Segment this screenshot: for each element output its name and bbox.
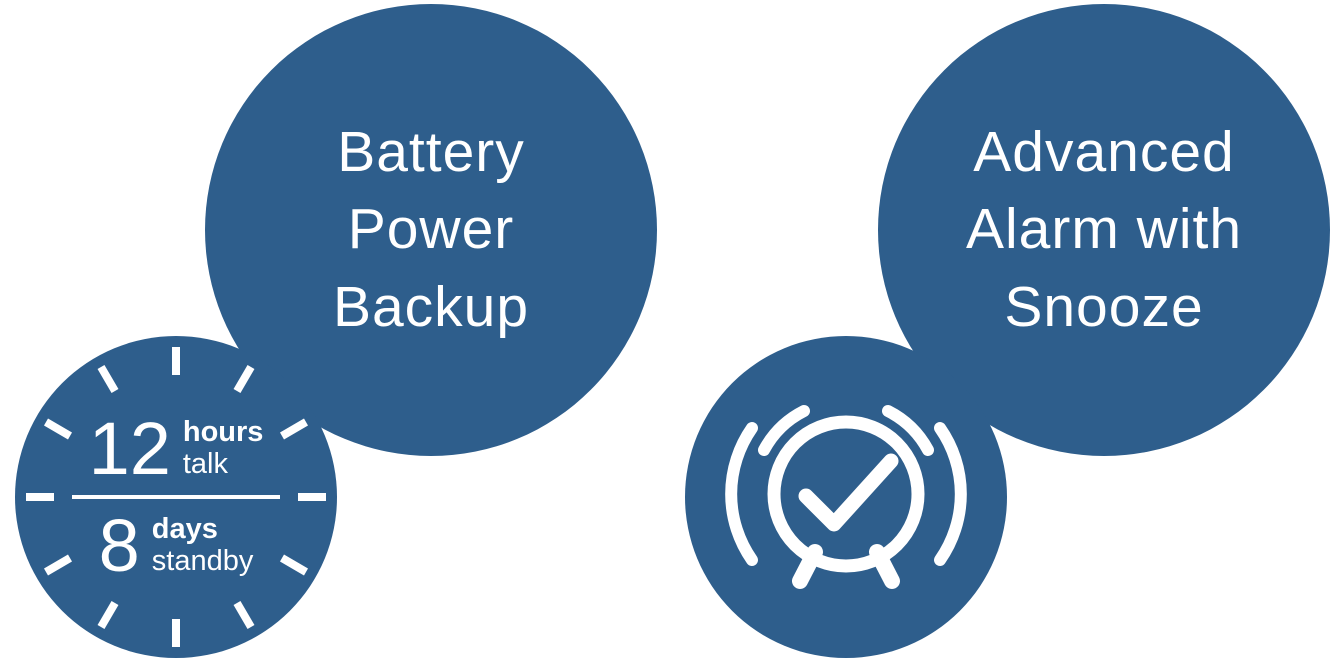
talk-hours-labels: hours talk [182,416,264,480]
advanced-alarm-title: Advanced Alarm with Snooze [966,114,1242,347]
standby-unit: days [151,513,218,546]
talk-unit: hours [182,416,264,449]
talk-label: talk [182,447,229,480]
clock-face-icon [26,347,326,647]
battery-backup-title: Battery Power Backup [333,114,529,347]
alarm-badge [685,336,1007,658]
standby-time-row: 8 days standby [98,503,254,587]
title-line: Snooze [1004,274,1204,339]
standby-label: standby [151,544,254,577]
talk-time-row: 12 hours talk [88,406,264,490]
talk-hours-value: 12 [88,406,171,490]
stats-divider [72,494,280,499]
title-line: Backup [332,274,530,339]
title-line: Advanced [973,119,1235,184]
standby-days-labels: days standby [151,513,254,577]
title-line: Power [347,197,515,262]
battery-stats: 12 hours talk 8 days standby [72,406,280,587]
alarm-clock-check-icon [725,405,967,589]
title-line: Alarm with [965,197,1243,262]
title-line: Battery [337,119,525,184]
battery-stats-badge: 12 hours talk 8 days standby [15,336,337,658]
standby-days-value: 8 [98,503,140,587]
